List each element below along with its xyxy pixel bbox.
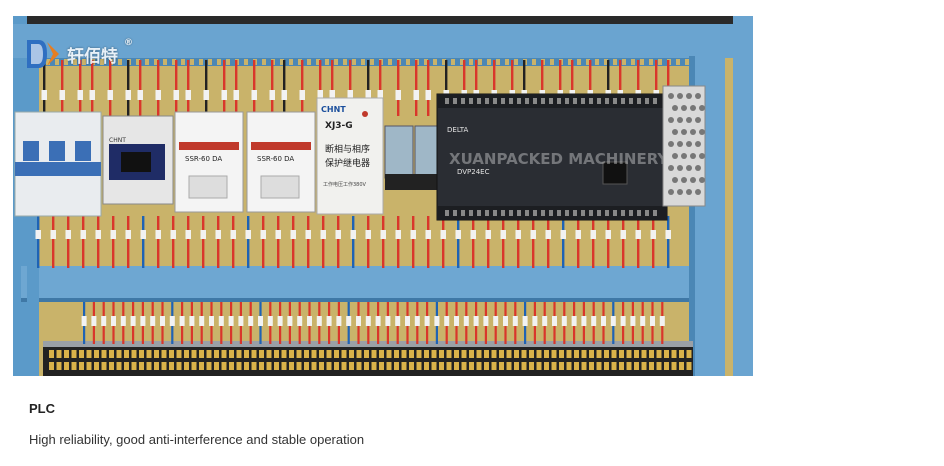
relay-line3: 工作电压工作380V (323, 181, 367, 188)
relay-brand: CHNT (321, 105, 346, 114)
electrical-panel-illustration: CHNT SSR-60 DA SSR-60 DA CHNT XJ3-G 断相与相… (13, 16, 753, 376)
registered-mark: ® (124, 38, 133, 48)
product-title: PLC (29, 401, 55, 416)
contactor-brand-text: CHNT (109, 137, 126, 144)
plc-brand: DELTA (447, 126, 468, 134)
photo-watermark-text: XUANPACKED MACHINERY (449, 150, 669, 168)
product-description: High reliability, good anti-interference… (29, 432, 365, 447)
brand-watermark-text: 轩佰特 (67, 46, 118, 67)
brand-watermark: 轩佰特 ® (25, 38, 133, 70)
plc-model: DVP24EC (457, 168, 490, 176)
brand-logo-icon (27, 40, 59, 68)
ssr1-label: SSR-60 DA (185, 155, 222, 163)
ssr2-label: SSR-60 DA (257, 155, 294, 163)
relay-line2: 保护继电器 (325, 157, 370, 169)
relay-line1: 断相与相序 (325, 143, 370, 155)
relay-model: XJ3-G (325, 121, 353, 131)
product-photo: CHNT SSR-60 DA SSR-60 DA CHNT XJ3-G 断相与相… (13, 16, 753, 376)
